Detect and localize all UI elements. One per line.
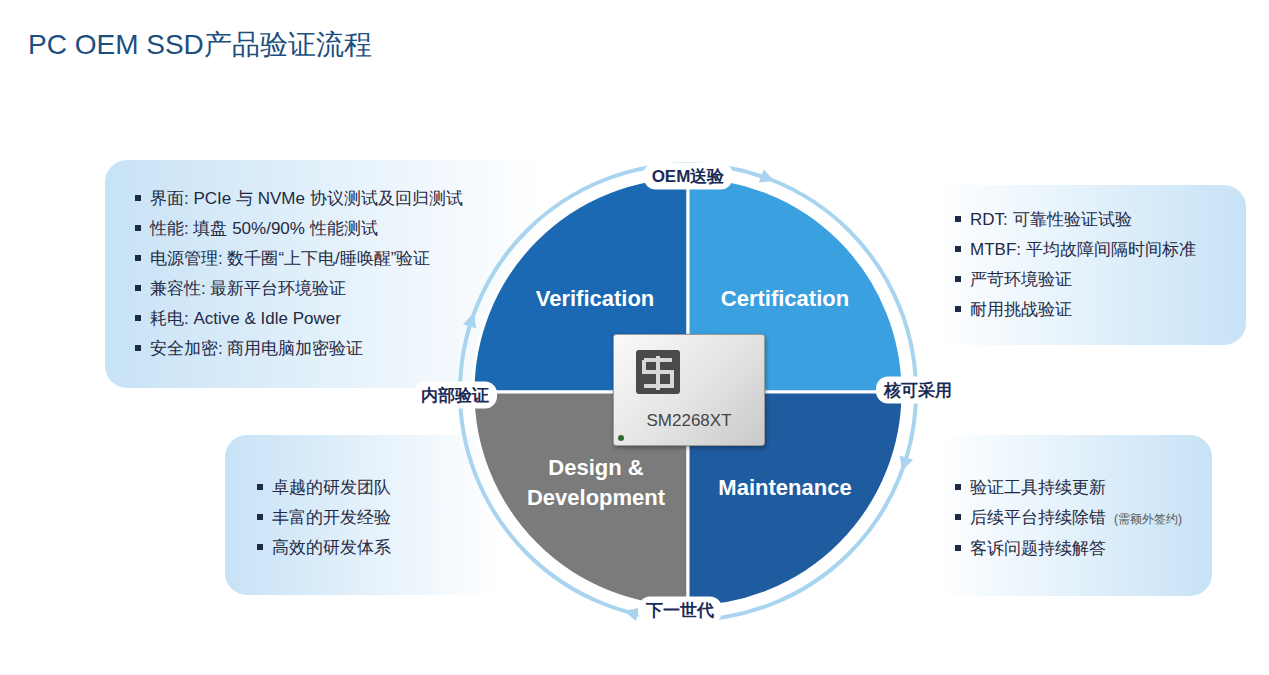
- bullet-text: 严苛环境验证: [970, 270, 1072, 289]
- bullet-text: 验证工具持续更新: [970, 478, 1106, 497]
- bullet-mark: [135, 285, 141, 291]
- sector-fill: [688, 392, 903, 607]
- bullet-text: 性能: 填盘 50%/90% 性能测试: [150, 219, 378, 238]
- bullet-text: RDT: 可靠性验证试验: [970, 210, 1132, 229]
- bullet-mark: [955, 514, 961, 520]
- bullet-mark: [257, 514, 263, 520]
- page-title: PC OEM SSD产品验证流程: [28, 26, 372, 64]
- stage-label: 内部验证: [413, 382, 497, 409]
- stage-label: 核可采用: [876, 377, 960, 404]
- bullet-mark: [955, 246, 961, 252]
- arrowhead: [900, 456, 913, 471]
- bullet-text: 电源管理: 数千圈“上下电/睡唤醒”验证: [150, 249, 431, 268]
- bullet-panel: 卓越的研发团队丰富的开发经验高效的研发体系: [225, 435, 500, 595]
- bullet-mark: [955, 276, 961, 282]
- bullet-mark: [955, 484, 961, 490]
- bullet-text: 安全加密: 商用电脑加密验证: [150, 339, 363, 358]
- bullet-text: 客诉问题持续解答: [970, 539, 1106, 558]
- bullet-text: 丰富的开发经验: [272, 508, 391, 527]
- bullet-panel: 验证工具持续更新后续平台持续除错 (需额外签约) 客诉问题持续解答: [935, 435, 1212, 596]
- bullet-text: 兼容性: 最新平台环境验证: [150, 279, 346, 298]
- quadrant-title: Design & Development: [511, 453, 681, 513]
- arrowhead: [759, 169, 775, 182]
- bullet-panel: RDT: 可靠性验证试验 MTBF: 平均故障间隔时间标准严苛环境验证耐用挑战验证: [935, 185, 1246, 345]
- bullet-text: MTBF: 平均故障间隔时间标准: [970, 240, 1196, 259]
- bullet-text: 耐用挑战验证: [970, 300, 1072, 319]
- sector-fill: [473, 392, 688, 607]
- bullet-mark: [135, 195, 141, 201]
- bullet-mark: [135, 315, 141, 321]
- bullet-text: 界面: PCIe 与 NVMe 协议测试及回归测试: [150, 189, 463, 208]
- bullet-text: 耗电: Active & Idle Power: [150, 309, 341, 328]
- bullet-mark: [257, 484, 263, 490]
- bullet-mark: [955, 216, 961, 222]
- stage-label: 下一世代: [638, 597, 722, 624]
- bullet-text: 高效的研发体系: [272, 538, 391, 557]
- quadrant-title: Verification: [510, 284, 680, 314]
- chip-model: SM2268XT: [614, 411, 764, 431]
- bullet-mark: [135, 345, 141, 351]
- bullet-text: 卓越的研发团队: [272, 478, 391, 497]
- bullet-mark: [257, 544, 263, 550]
- bullet-mark: [955, 545, 961, 551]
- bullet-mark: [135, 225, 141, 231]
- quadrant-title: Certification: [700, 284, 870, 314]
- chip-package: SM2268XT: [613, 334, 765, 446]
- note-text: (需额外签约): [1114, 512, 1182, 526]
- quadrant-title: Maintenance: [700, 473, 870, 503]
- bullet-text: 后续平台持续除错: [970, 508, 1106, 527]
- stage-label: OEM送验: [644, 163, 733, 190]
- bullet-mark: [135, 255, 141, 261]
- bullet-mark: [955, 306, 961, 312]
